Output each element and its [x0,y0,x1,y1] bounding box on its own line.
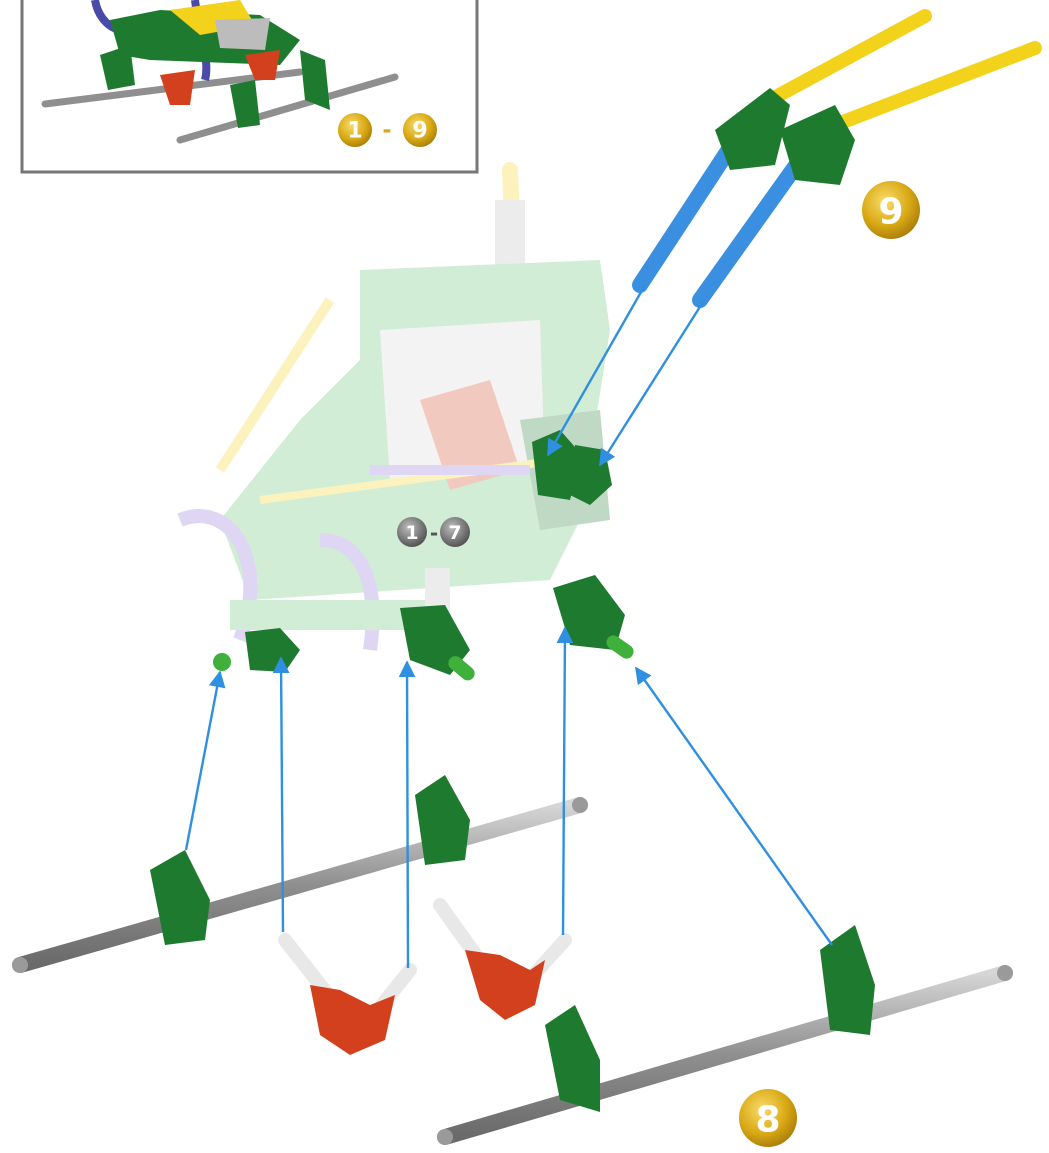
inset-panel: 1 - 9 [20,0,479,174]
blue-rod-right [692,152,808,308]
inset-model-preview [41,0,399,144]
arrow-blue-rod-right [598,301,705,467]
inset-end-number: 9 [412,119,427,144]
step-8-parts [12,775,1013,1145]
green-connector-rear-right [820,925,875,1035]
inset-start-number: 1 [347,119,362,144]
ghost-end-badge [440,517,470,547]
inset-end-badge [403,113,437,147]
ghost-model-range-label: 1 - 7 [397,517,470,547]
arrow-rear-right-connector [635,666,833,946]
inset-start-badge [338,113,372,147]
step-8-circle [739,1089,797,1147]
inset-range-dash: - [382,119,391,144]
step-9-parts [632,9,1042,308]
green-connector-left-rod [715,88,790,170]
red-connector-left [310,985,395,1055]
connector-front-left [245,628,300,672]
ghost-start-badge [397,517,427,547]
step-9-badge: 9 [862,181,920,239]
step-9-number: 9 [878,192,903,233]
grey-rod-rear [437,965,1013,1145]
arrow-red-right [556,626,574,936]
green-connector-front-right [415,775,470,865]
yellow-rod-right [828,41,1042,132]
red-connector-right [465,950,545,1020]
green-connector-rear-left [545,1005,600,1112]
arrow-red-left-b [398,660,416,969]
arrow-front-left-connector [184,670,226,851]
arrow-red-left-a [272,656,290,933]
ghost-model [177,162,610,651]
step-8-badge: 8 [739,1089,797,1147]
step-8-number: 8 [755,1100,780,1141]
peg-rear-right [606,635,634,659]
grey-rod-front [12,797,588,973]
green-connector-right-rod [780,105,855,185]
connector-upper-left [532,430,582,500]
green-connector-front-left [150,850,210,945]
step-9-circle [862,181,920,239]
peg-front-middle [448,656,475,681]
arrow-blue-rod-left [546,284,647,457]
ghost-end-number: 7 [448,522,461,544]
inset-range-label: 1 - 9 [338,113,437,147]
ghost-start-number: 1 [405,522,418,544]
yellow-rod-left [763,9,932,107]
assembly-arrows [184,284,833,969]
peg-front-left [213,653,231,671]
ghost-range-dash: - [430,521,438,545]
